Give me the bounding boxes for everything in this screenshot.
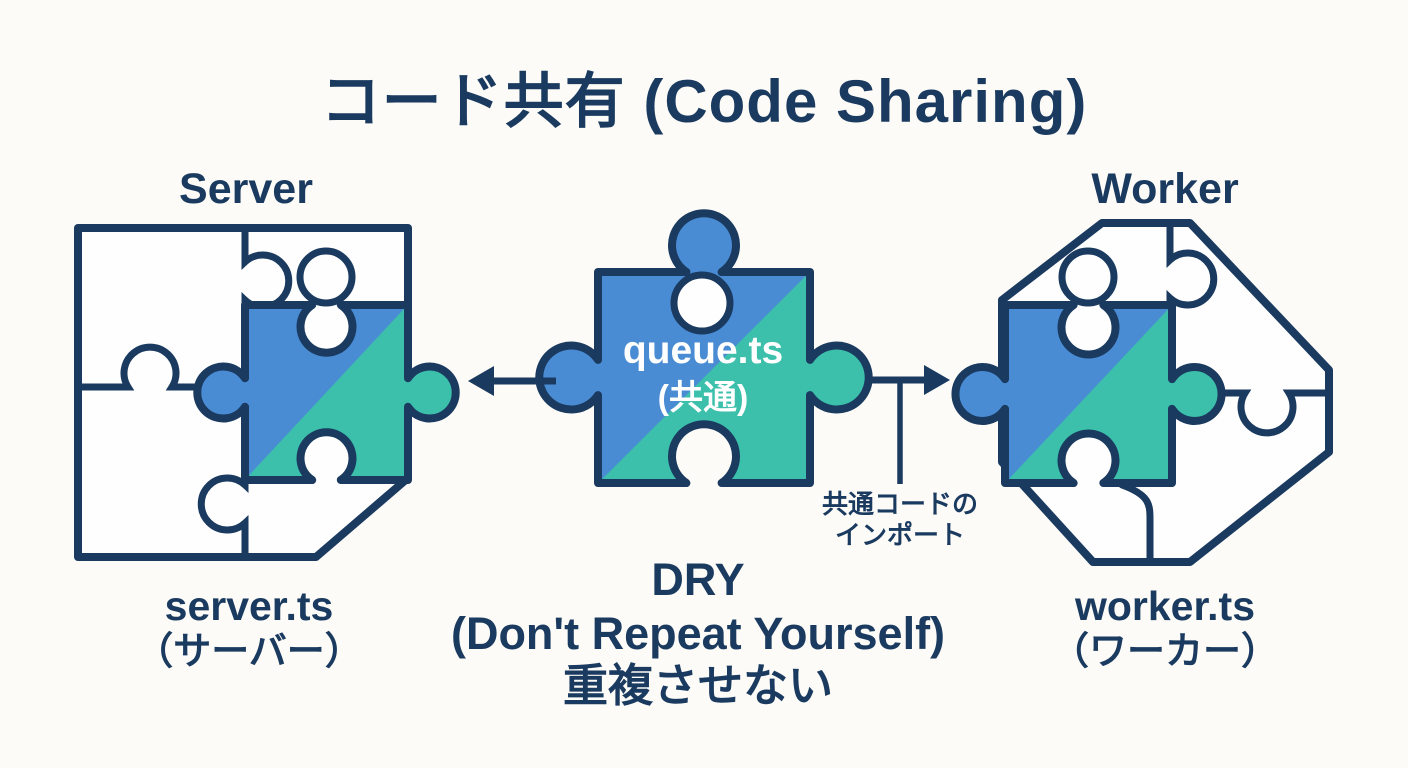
right-arrow	[869, 365, 950, 395]
server-file-name-ja: （サーバー）	[135, 631, 363, 673]
shared-file-name-ja: (共通)	[657, 379, 749, 417]
shared-piece-group	[535, 209, 873, 487]
shared-piece-outline	[535, 209, 873, 487]
server-shared-piece-outline	[193, 301, 460, 484]
server-shared-piece-teal	[197, 305, 456, 480]
principle-line1: DRY	[651, 554, 745, 605]
server-cut-line-left	[74, 343, 201, 391]
server-cut-line-bottom	[197, 474, 249, 561]
shared-file-name: queue.ts	[622, 329, 784, 372]
worker-shared-piece-teal	[955, 305, 1222, 483]
annotation-line2: インポート	[834, 520, 966, 550]
page-title: コード共有 (Code Sharing)	[320, 68, 1088, 135]
annotation-line1: 共通コードの	[821, 489, 979, 519]
shared-piece-teal	[539, 213, 869, 483]
server-label: Server	[179, 165, 313, 213]
worker-top-knob-lobe	[1058, 247, 1118, 307]
left-arrowhead-icon	[468, 366, 494, 396]
worker-puzzle-group	[951, 219, 1333, 566]
principle-line3: 重複させない	[562, 660, 834, 711]
worker-cut-line-top	[1166, 219, 1218, 309]
worker-cut-line-bottom	[1118, 481, 1154, 566]
server-puzzle-group	[74, 224, 460, 561]
principle-line2: (Don't Repeat Yourself)	[450, 608, 946, 659]
server-file-name: server.ts	[164, 583, 334, 629]
worker-file-name: worker.ts	[1074, 583, 1256, 629]
worker-label: Worker	[1091, 165, 1239, 213]
worker-shared-piece-outline	[951, 301, 1226, 487]
left-arrow	[468, 366, 556, 396]
shared-piece-socket-hole	[670, 271, 734, 335]
worker-cut-line-right	[1218, 389, 1333, 437]
server-top-knob-lobe	[296, 247, 356, 307]
right-arrowhead-icon	[924, 365, 950, 395]
worker-file-name-ja: （ワーカー）	[1050, 631, 1280, 673]
